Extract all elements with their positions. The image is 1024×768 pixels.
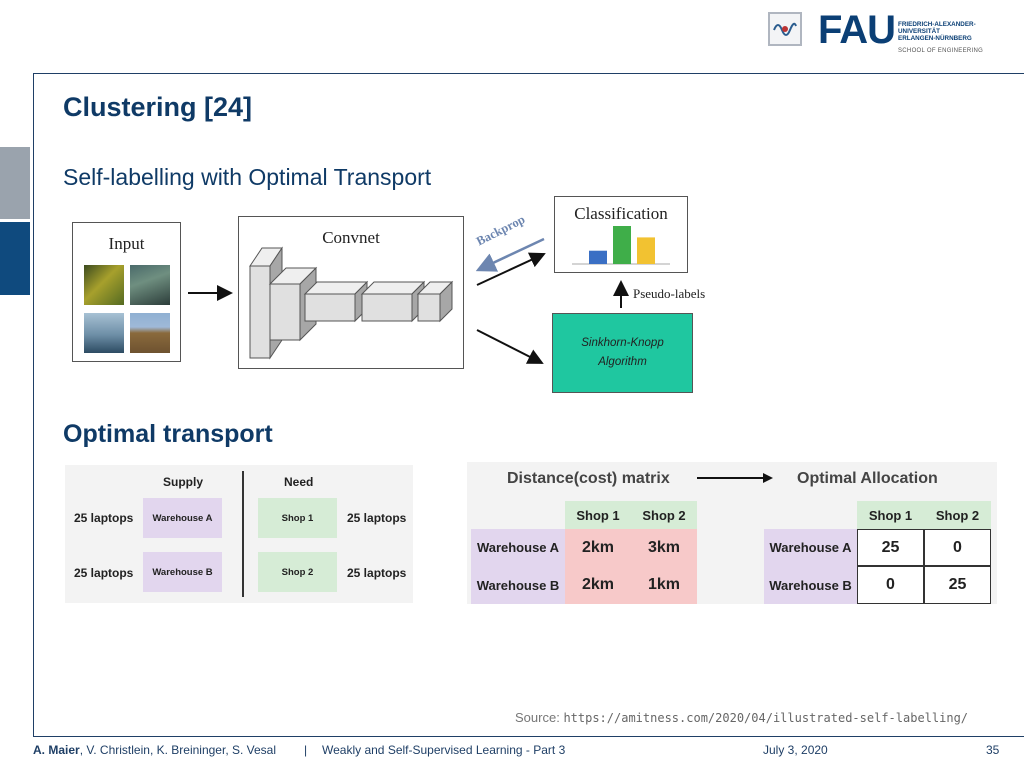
sinkhorn-line-1: Sinkhorn-Knopp (581, 337, 664, 349)
source-citation: Source: https://amitness.com/2020/04/ill… (515, 710, 968, 725)
classification-box (554, 196, 688, 273)
backprop-arrow (475, 237, 545, 272)
distance-cell: 1km (631, 566, 697, 604)
distance-col-header: Shop 1 (565, 501, 631, 529)
input-image-vehicle (130, 265, 170, 305)
sinkhorn-line-2: Algorithm (598, 356, 647, 368)
school-name: SCHOOL OF ENGINEERING (898, 48, 984, 54)
slide-title: Clustering [24] (63, 92, 253, 122)
input-box (72, 222, 181, 362)
optimal-allocation-title: Optimal Allocation (797, 470, 938, 487)
warehouse-box: Warehouse B (143, 552, 222, 592)
shop-box: Shop 1 (258, 498, 337, 538)
distance-row-header: Warehouse A (471, 529, 565, 566)
university-name: FRIEDRICH-ALEXANDER- UNIVERSITÄT ERLANGE… (898, 21, 976, 42)
input-label: Input (108, 234, 145, 253)
need-quantity: 25 laptops (347, 566, 407, 580)
source-label: Source: (515, 710, 560, 725)
footer-lead-author: A. Maier (33, 743, 80, 757)
section-title: Optimal transport (63, 420, 273, 448)
allocation-cell: 25 (857, 529, 924, 566)
university-line: FRIEDRICH-ALEXANDER- (898, 21, 976, 28)
allocation-row-header: Warehouse B (764, 566, 857, 604)
input-image-flower (84, 265, 124, 305)
frame-top-rule (33, 73, 1024, 74)
supply-need-panel (65, 465, 413, 603)
supply-header: Supply (163, 475, 204, 489)
classification-bar (613, 226, 631, 264)
classification-bars (589, 226, 655, 264)
distance-matrix-title: Distance(cost) matrix (507, 470, 670, 487)
classification-label: Classification (574, 204, 668, 223)
university-line: ERLANGEN-NÜRNBERG (898, 35, 972, 42)
classification-bar (589, 250, 607, 264)
distance-row-header: Warehouse B (471, 566, 565, 604)
footer-authors: A. Maier, V. Christlein, K. Breininger, … (33, 743, 276, 757)
distance-cell: 2km (565, 566, 631, 604)
need-header: Need (284, 475, 314, 489)
allocation-col-header: Shop 1 (857, 501, 924, 529)
supply-quantity: 25 laptops (74, 566, 134, 580)
allocation-cell: 25 (924, 566, 991, 604)
side-progress-tab (0, 147, 30, 219)
footer-page-number: 35 (986, 743, 1000, 757)
need-quantity: 25 laptops (347, 511, 407, 525)
footer-separator: | (304, 743, 308, 757)
allocation-cell: 0 (857, 566, 924, 604)
warehouse-box: Warehouse A (143, 498, 222, 538)
footer-date: July 3, 2020 (763, 743, 828, 757)
allocation-row-header: Warehouse A (764, 529, 857, 566)
input-image-bird (84, 313, 124, 353)
fau-emblem-icon (768, 12, 802, 46)
slide-subtitle: Self-labelling with Optimal Transport (63, 164, 432, 190)
frame-left-rule (33, 73, 34, 736)
shop-box: Shop 2 (258, 552, 337, 592)
source-link[interactable]: https://amitness.com/2020/04/illustrated… (563, 711, 969, 725)
input-image-field (130, 313, 170, 353)
sinkhorn-knopp-box: Sinkhorn-Knopp Algorithm (552, 313, 693, 393)
convnet-box (238, 216, 464, 369)
frame-bottom-rule (33, 736, 1024, 737)
footer-course: Weakly and Self-Supervised Learning - Pa… (322, 743, 566, 757)
classification-bar (637, 237, 655, 264)
supply-quantity: 25 laptops (74, 511, 134, 525)
side-progress-tab-active (0, 222, 30, 295)
distance-cell: 2km (565, 529, 631, 566)
university-line: UNIVERSITÄT (898, 28, 940, 35)
footer-coauthors: , V. Christlein, K. Breininger, S. Vesal (79, 743, 277, 757)
distance-cell: 3km (631, 529, 697, 566)
convnet-label: Convnet (322, 228, 380, 247)
fau-logo: FAU (818, 8, 896, 52)
allocation-cell: 0 (924, 529, 991, 566)
convnet-layers-icon (249, 246, 454, 360)
arrow-convnet-to-classification (476, 252, 546, 286)
supply-need-divider (242, 471, 244, 597)
pseudo-labels-label: Pseudo-labels (633, 286, 706, 301)
matrix-arrow (697, 473, 773, 483)
distance-col-header: Shop 2 (631, 501, 697, 529)
arrow-convnet-to-sinkhorn (476, 329, 544, 364)
allocation-col-header: Shop 2 (924, 501, 991, 529)
